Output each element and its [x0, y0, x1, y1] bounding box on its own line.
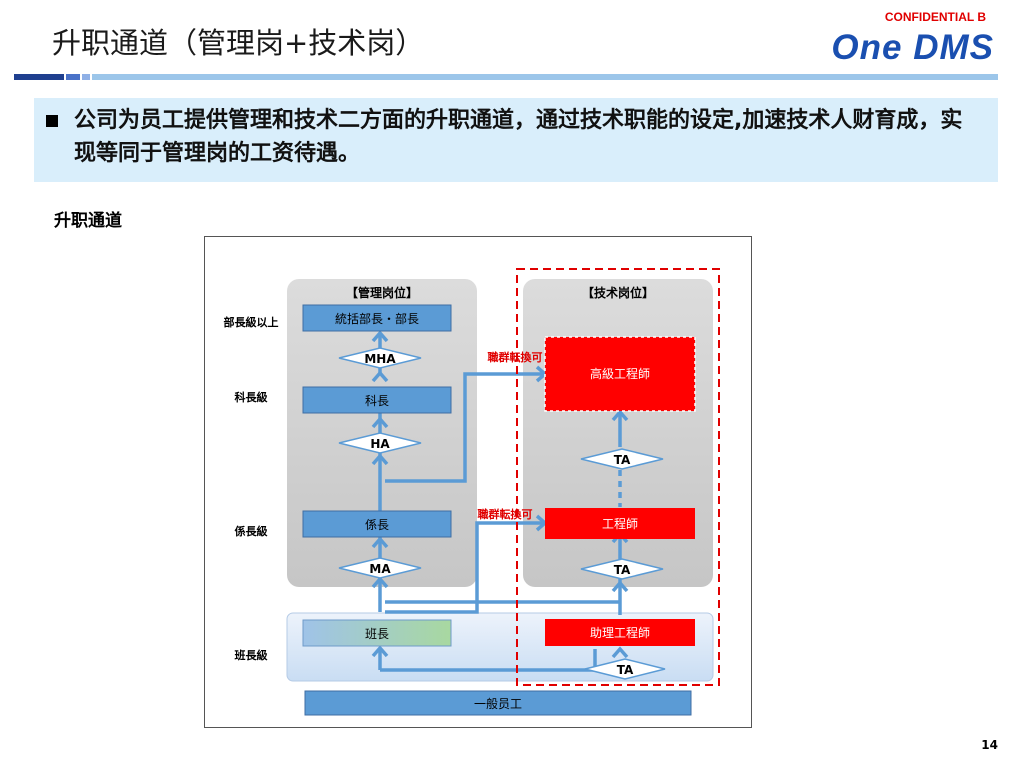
management-box-label: 科長 — [365, 394, 389, 408]
management-box — [302, 304, 452, 332]
page-number: 14 — [981, 738, 998, 752]
arrow-up-icon — [371, 536, 389, 549]
arrow-up-icon — [371, 453, 389, 466]
header-rule — [14, 74, 998, 80]
career-path-diagram: 【管理岗位】 【技术岗位】 部長級以上 科長級 係長級 班長級 — [204, 236, 752, 728]
base-employee-box — [304, 690, 692, 716]
technical-box — [545, 508, 695, 539]
confidential-label: CONFIDENTIAL B — [884, 10, 986, 24]
level-label: 班長級 — [235, 648, 268, 662]
badge-label: TA — [614, 453, 631, 467]
management-header: 【管理岗位】 — [346, 285, 418, 300]
management-box — [302, 386, 452, 414]
technical-track-border — [516, 268, 720, 686]
bullet-square-icon — [46, 115, 58, 127]
base-employee-label: 一般员工 — [474, 696, 522, 711]
badge-label: HA — [370, 437, 390, 451]
badge-label: TA — [617, 663, 634, 677]
management-box-label: 統括部長・部長 — [335, 311, 419, 326]
arrow-up-icon — [371, 330, 389, 343]
management-box — [302, 510, 452, 538]
level-label: 科長級 — [235, 390, 268, 404]
management-box-label: 班長 — [365, 627, 389, 641]
technical-header: 【技术岗位】 — [582, 285, 654, 300]
level-label: 係長級 — [235, 524, 268, 538]
badge-diamond — [580, 558, 664, 580]
management-box-label: 係長 — [365, 518, 389, 532]
transfer-label: 職群転換可 — [488, 350, 543, 364]
arrow-up-icon — [611, 580, 629, 593]
badge-diamond — [338, 347, 422, 369]
badge-diamond — [338, 557, 422, 579]
transfer-label: 職群転換可 — [478, 507, 533, 521]
technical-panel — [523, 279, 713, 587]
arrow-up-icon — [611, 646, 629, 659]
arrow-up-icon — [371, 370, 389, 383]
section-label: 升职通道 — [54, 211, 122, 231]
badge-label: MA — [369, 562, 391, 576]
technical-box — [545, 619, 695, 646]
level-label: 部長級以上 — [224, 315, 279, 329]
badge-diamond — [580, 448, 664, 470]
technical-box — [544, 336, 696, 412]
page-title: 升职通道（管理岗+技术岗） — [52, 26, 425, 60]
badge-label: MHA — [364, 352, 396, 366]
technical-box-label: 助理工程師 — [590, 625, 650, 640]
arrow-up-icon — [611, 409, 629, 422]
summary-banner: 公司为员工提供管理和技术二方面的升职通道，通过技术职能的设定,加速技术人财育成，… — [34, 98, 998, 182]
arrow-up-icon — [371, 576, 389, 589]
management-box — [302, 619, 452, 647]
summary-text: 公司为员工提供管理和技术二方面的升职通道，通过技术职能的设定,加速技术人财育成，… — [74, 108, 963, 166]
badge-diamond — [584, 658, 666, 680]
diagram-canvas: 【管理岗位】 【技术岗位】 部長級以上 科長級 係長級 班長級 — [224, 268, 720, 716]
badge-label: TA — [614, 563, 631, 577]
technical-box-label: 高級工程師 — [590, 366, 650, 381]
arrow-up-icon — [371, 416, 389, 429]
arrow-up-icon — [371, 645, 389, 658]
badge-diamond — [338, 432, 422, 454]
technical-box-label: 工程師 — [602, 516, 638, 531]
company-logo: One DMS — [831, 28, 994, 67]
